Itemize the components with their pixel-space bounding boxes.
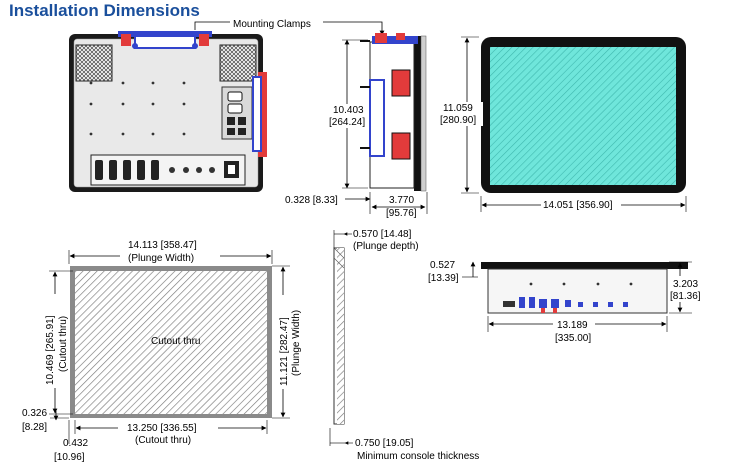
mounting-clamp-top — [118, 31, 212, 49]
cutout-thru-label: Cutout thru — [151, 336, 200, 347]
min-console-sub: Minimum console thickness — [357, 451, 479, 462]
top-depth-mm: [81.36] — [670, 291, 701, 302]
border-b-mm: [10.96] — [54, 452, 85, 463]
mounting-clamps-label: Mounting Clamps — [233, 19, 311, 30]
cutout-view: Cutout thru — [70, 266, 272, 418]
border-b-in: 0.432 — [63, 438, 88, 449]
min-console-label: 0.750 [19.05] — [355, 438, 414, 449]
plunge-width-v-sub: (Plunge Width) — [291, 310, 302, 376]
top-width-in: 13.189 — [557, 320, 588, 331]
panel-section-view — [333, 247, 345, 425]
cutout-width-sub: (Cutout thru) — [135, 435, 191, 446]
side-depth-mm: [95.76] — [386, 208, 417, 219]
cutout-width-label: 13.250 [336.55] — [127, 423, 197, 434]
fan-vent-icon — [75, 44, 257, 82]
top-offset-in: 0.527 — [430, 260, 455, 271]
plunge-depth-sub: (Plunge depth) — [353, 241, 419, 252]
page-title: Installation Dimensions — [9, 1, 200, 20]
plunge-width-v: 11.121 [282.47] — [279, 317, 290, 386]
plunge-width-h: 14.113 [358.47] — [128, 240, 197, 251]
side-height-mm: [264.24] — [329, 117, 365, 128]
top-width-mm: [335.00] — [555, 333, 591, 344]
cutout-height-sub: (Cutout thru) — [58, 316, 69, 372]
side-height-in: 10.403 — [333, 105, 364, 116]
top-connectors — [503, 297, 628, 313]
front-view — [481, 37, 686, 193]
connector-panel — [221, 86, 253, 140]
plunge-depth-label: 0.570 [14.48] — [353, 229, 412, 240]
top-offset-mm: [13.39] — [428, 273, 459, 284]
border-a-mm: [8.28] — [22, 422, 47, 433]
mounting-clamp-right — [252, 72, 267, 157]
top-view — [481, 262, 688, 314]
side-depth-in: 3.770 — [389, 195, 414, 206]
front-width-label: 14.051 [356.90] — [543, 200, 613, 211]
io-strip — [90, 154, 246, 186]
front-height-in: 11.059 — [443, 103, 473, 114]
top-depth-in: 3.203 — [673, 279, 698, 290]
plunge-width-h-sub: (Plunge Width) — [128, 253, 194, 264]
side-view — [360, 33, 427, 192]
cutout-height-label: 10.469 [265.91] — [45, 315, 56, 385]
rear-view — [69, 31, 267, 192]
front-height-mm: [280.90] — [440, 115, 476, 126]
border-a-in: 0.326 — [22, 408, 47, 419]
side-offset-label: 0.328 [8.33] — [285, 195, 338, 206]
